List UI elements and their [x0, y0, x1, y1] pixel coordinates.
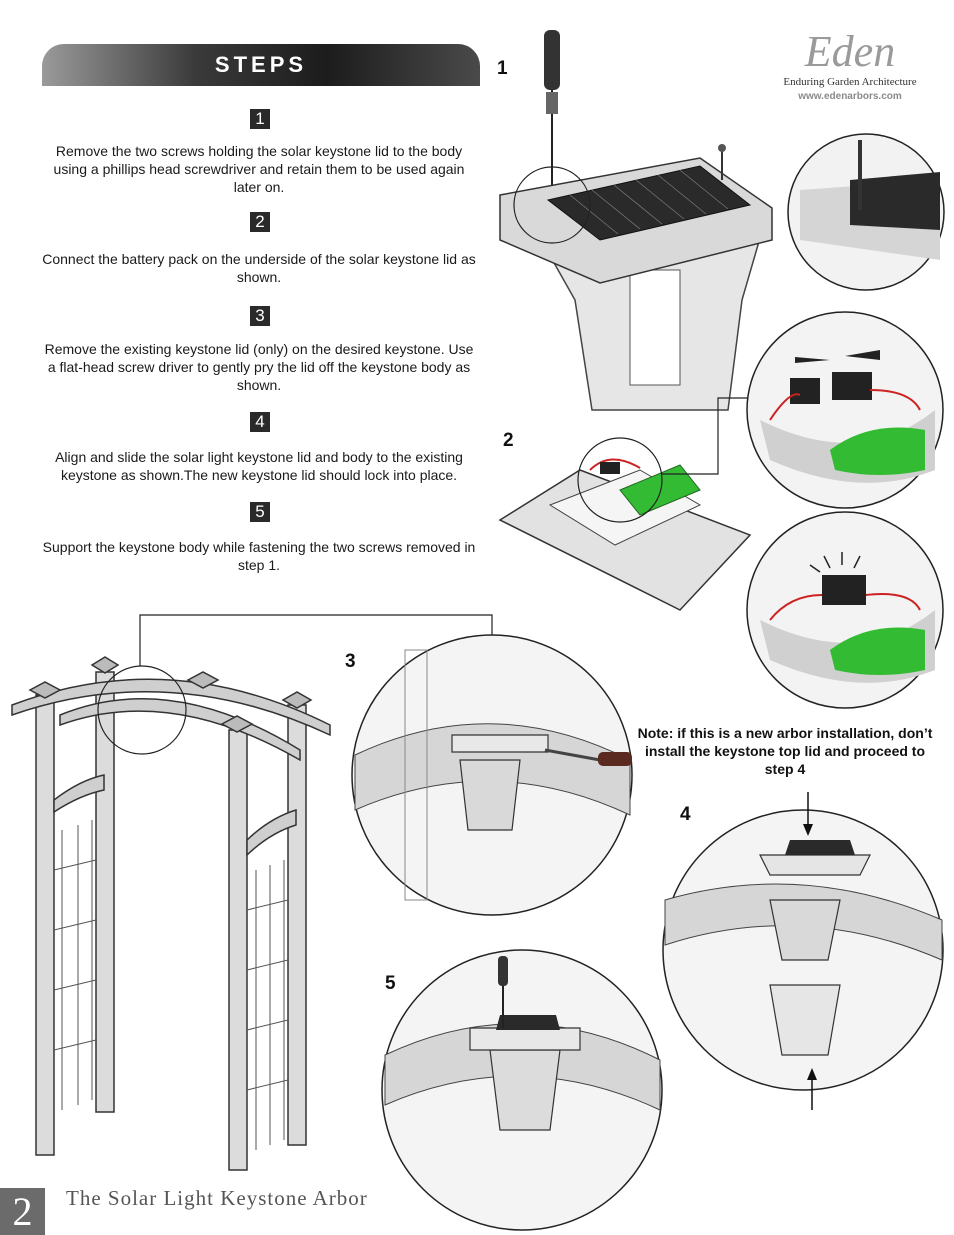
- step-text-3: Remove the existing keystone lid (only) …: [44, 341, 474, 393]
- step-text-2: Connect the battery pack on the undersid…: [42, 251, 476, 285]
- logo-url: www.edenarbors.com: [798, 91, 902, 102]
- step-number-4: 4: [250, 412, 270, 432]
- step-number-1: 1: [250, 109, 270, 129]
- figure-label-4: 4: [680, 804, 691, 825]
- figure-2-battery-illustration: [498, 311, 944, 709]
- figure-1-keystone-illustration: [499, 30, 945, 411]
- eden-logo: Eden Enduring Garden Architecture www.ed…: [780, 27, 920, 103]
- step-text-4: Align and slide the solar light keystone…: [55, 449, 463, 483]
- logo-mark: Eden: [804, 27, 896, 76]
- steps-title: STEPS: [214, 52, 308, 77]
- installation-note: Note: if this is a new arbor installatio…: [637, 725, 933, 777]
- figure-4-slide-keystone-illustration: [662, 792, 944, 1110]
- figure-label-5: 5: [385, 973, 396, 994]
- step-number-3: 3: [250, 306, 270, 326]
- steps-banner: STEPS: [42, 44, 480, 86]
- page-number: 2: [0, 1188, 45, 1235]
- figure-label-3: 3: [345, 651, 356, 672]
- figure-3-pry-lid-illustration: [351, 634, 633, 916]
- step-number-5: 5: [250, 502, 270, 522]
- step-text-1: Remove the two screws holding the solar …: [53, 143, 465, 195]
- arbor-illustration: [11, 614, 493, 1171]
- figure-5-fasten-screws-illustration: [381, 949, 663, 1231]
- logo-tagline: Enduring Garden Architecture: [783, 76, 917, 88]
- step-text-5: Support the keystone body while fastenin…: [42, 539, 476, 573]
- figure-label-1: 1: [497, 58, 508, 79]
- figure-label-2: 2: [503, 430, 514, 451]
- step-number-2: 2: [250, 212, 270, 232]
- footer-title: The Solar Light Keystone Arbor: [66, 1186, 368, 1210]
